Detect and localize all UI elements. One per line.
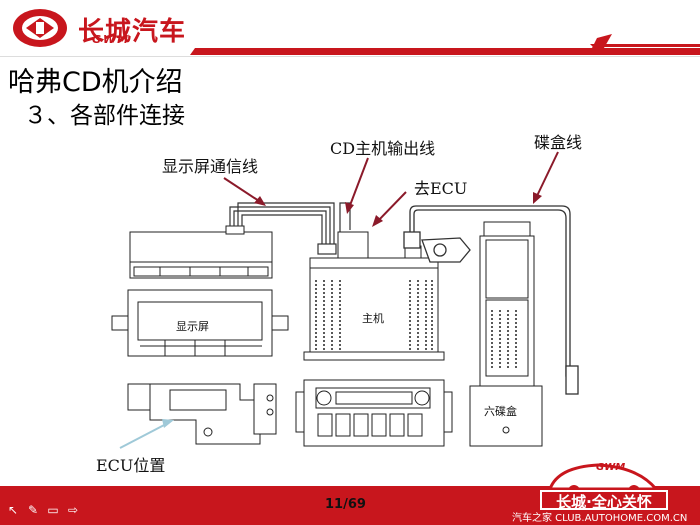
brand-name-en: GWM: [92, 33, 131, 46]
slide-title: 哈弗CD机介绍: [8, 67, 183, 98]
header-decoration: [0, 9, 700, 57]
header-bar: [0, 0, 700, 58]
connection-diagram: [111, 151, 579, 449]
badge-slogan: 长城·全心关怀: [540, 490, 668, 511]
cd-front-panel: [295, 379, 453, 447]
label-display: 显示屏: [176, 320, 209, 333]
label-ecu-position: ECU位置: [96, 456, 166, 475]
watermark: 汽车之家 CLUB.AUTOHOME.COM.CN: [512, 513, 688, 524]
cd-main-unit: [303, 231, 445, 361]
label-to-ecu: 去ECU: [414, 179, 468, 198]
display-cable: [229, 202, 351, 255]
pen-icon[interactable]: ✎: [27, 503, 39, 517]
brand-name-cn: 长城汽车: [78, 17, 187, 47]
label-cd-output-cable: CD主机输出线: [330, 139, 436, 158]
label-main-unit: 主机: [362, 312, 384, 325]
label-display-cable: 显示屏通信线: [162, 157, 259, 176]
changer-cable: [403, 205, 579, 395]
six-disc-changer: [469, 221, 543, 447]
slide-subtitle: ３、各部件连接: [24, 103, 185, 129]
page-number: 11/69: [325, 497, 366, 512]
ecu-unit: [127, 383, 277, 445]
badge-gwm-text: GWM: [596, 462, 626, 473]
arrow-icon[interactable]: ↖: [7, 503, 19, 517]
label-six-disc-changer: 六碟盒: [484, 405, 517, 418]
slide-menu-icon[interactable]: ▭: [47, 503, 59, 517]
ecu-position-arrow: [119, 419, 174, 449]
label-changer-cable: 碟盒线: [534, 133, 583, 152]
callout-arrows: [223, 151, 559, 227]
next-icon[interactable]: ⇨: [67, 503, 79, 517]
display-unit-top: [129, 225, 273, 279]
display-unit-front: [111, 289, 289, 357]
